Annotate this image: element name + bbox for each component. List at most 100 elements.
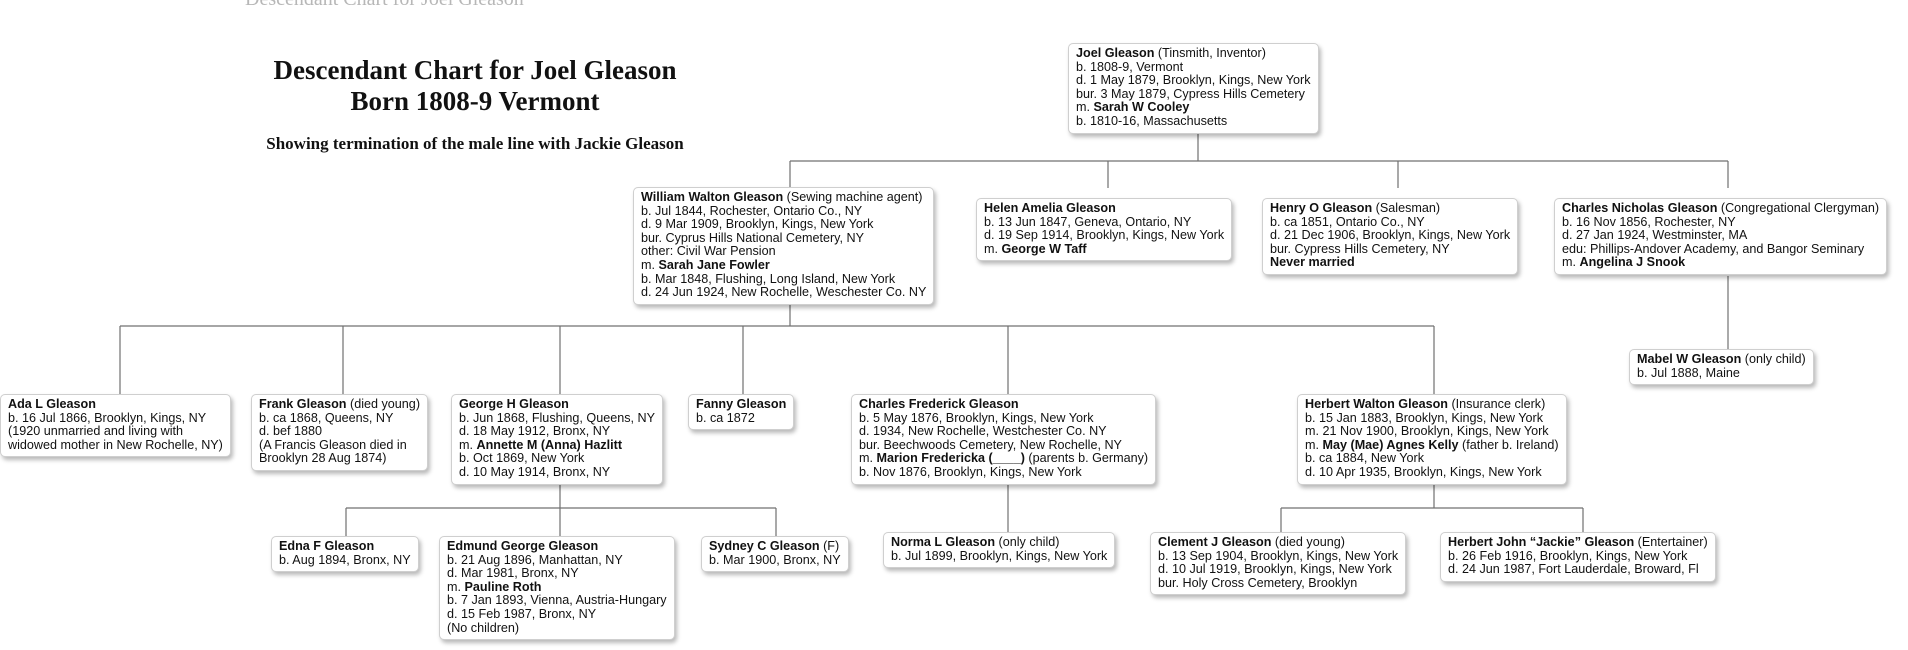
card-line: b. Nov 1876, Brooklyn, Kings, New York: [859, 464, 1148, 480]
person-name: Ada L Gleason: [8, 397, 96, 411]
card-line: Sydney C Gleason (F): [709, 539, 841, 554]
card-line: d. 24 Jun 1924, New Rochelle, Weschester…: [641, 285, 927, 300]
detail-text: d. 10 May 1914, Bronx, NY: [459, 464, 611, 479]
detail-text: (Tinsmith, Inventor): [1154, 46, 1266, 60]
card-line: b. Jul 1899, Brooklyn, Kings, New York: [891, 548, 1108, 564]
marriage-prefix: m.: [859, 451, 877, 466]
person-name: Marion Fredericka (____): [876, 451, 1025, 466]
card-line: d. bef 1880: [259, 424, 420, 439]
detail-text: d. 10 Jul 1919, Brooklyn, Kings, New Yor…: [1158, 562, 1392, 577]
detail-text: b. Mar 1900, Bronx, NY: [709, 552, 841, 567]
card-line: Clement J Gleason (died young): [1158, 535, 1398, 550]
person-card-clement-j-gleason[interactable]: Clement J Gleason (died young)b. 13 Sep …: [1150, 532, 1407, 596]
card-line: b. ca 1851, Ontario Co., NY: [1270, 215, 1510, 230]
person-card-william-walton-gleason[interactable]: William Walton Gleason (Sewing machine a…: [633, 187, 935, 305]
card-line: b. 21 Aug 1896, Manhattan, NY: [447, 553, 667, 568]
detail-text: d. 19 Sep 1914, Brooklyn, Kings, New Yor…: [984, 228, 1225, 243]
card-line: b. 26 Feb 1916, Brooklyn, Kings, New Yor…: [1448, 548, 1708, 564]
detail-text: (1920 unmarried and living with: [8, 424, 184, 439]
card-line: (1920 unmarried and living with: [8, 424, 223, 439]
card-line: George H Gleason: [459, 397, 655, 412]
person-name: Clement J Gleason: [1158, 535, 1272, 549]
detail-text: b. 1808-9, Vermont: [1076, 59, 1184, 74]
marriage-prefix: m.: [1305, 437, 1323, 452]
card-line: d. 10 May 1914, Bronx, NY: [459, 464, 655, 480]
card-line: Norma L Gleason (only child): [891, 535, 1107, 550]
person-name: Charles Nicholas Gleason: [1562, 201, 1718, 215]
person-card-norma-l-gleason[interactable]: Norma L Gleason (only child)b. Jul 1899,…: [883, 532, 1116, 569]
person-name: Mabel W Gleason: [1637, 352, 1742, 366]
detail-text: b. 7 Jan 1893, Vienna, Austria-Hungary: [447, 593, 667, 608]
person-name: Never married: [1270, 255, 1355, 270]
chart-subtitle: Showing termination of the male line wit…: [266, 134, 684, 153]
card-line: Edna F Gleason: [279, 539, 411, 554]
detail-text: (Salesman): [1372, 201, 1441, 215]
person-card-herbert-walton-gleason[interactable]: Herbert Walton Gleason (Insurance clerk)…: [1297, 394, 1567, 485]
person-name: Charles Frederick Gleason: [859, 397, 1019, 411]
card-line: m. George W Taff: [984, 241, 1224, 257]
detail-text: b. ca 1872: [696, 410, 755, 425]
card-line: b. 16 Jul 1866, Brooklyn, Kings, NY: [8, 411, 223, 426]
detail-text: b. Jun 1868, Flushing, Queens, NY: [459, 410, 656, 425]
detail-text: d. 10 Apr 1935, Brooklyn, Kings, New Yor…: [1305, 464, 1542, 479]
card-line: Fanny Gleason: [696, 397, 787, 412]
card-line: b. 16 Nov 1856, Rochester, NY: [1562, 215, 1879, 230]
detail-text: (Sewing machine agent): [783, 190, 923, 204]
detail-text: d. 24 Jun 1924, New Rochelle, Weschester…: [641, 285, 927, 300]
detail-text: (A Francis Gleason died in: [259, 437, 407, 452]
detail-text: (only child): [1741, 352, 1806, 366]
card-line: m. Pauline Roth: [447, 580, 667, 595]
detail-text: b. ca 1868, Queens, NY: [259, 410, 394, 425]
card-line: bur. Holy Cross Cemetery, Brooklyn: [1158, 576, 1398, 591]
person-card-henry-o-gleason[interactable]: Henry O Gleason (Salesman)b. ca 1851, On…: [1262, 198, 1519, 275]
detail-text: d. 1 May 1879, Brooklyn, Kings, New York: [1076, 73, 1311, 88]
card-line: Herbert John “Jackie” Gleason (Entertain…: [1448, 535, 1708, 550]
card-line: d. 18 May 1912, Bronx, NY: [459, 424, 655, 439]
detail-text: other: Civil War Pension: [641, 244, 776, 259]
card-line: b. 5 May 1876, Brooklyn, Kings, New York: [859, 411, 1148, 426]
detail-text: (No children): [447, 620, 520, 635]
person-name: Henry O Gleason: [1270, 201, 1373, 215]
connector-william: [119, 302, 1435, 394]
card-line: m. May (Mae) Agnes Kelly (father b. Irel…: [1305, 437, 1559, 453]
card-line: m. Angelina J Snook: [1562, 256, 1879, 270]
detail-text: b. Jul 1899, Brooklyn, Kings, New York: [891, 548, 1108, 563]
card-line: Edmund George Gleason: [447, 539, 667, 554]
person-card-mabel-w-gleason[interactable]: Mabel W Gleason (only child)b. Jul 1888,…: [1629, 349, 1814, 386]
detail-text: bur. Cypress Hills Cemetery, NY: [1270, 241, 1450, 256]
person-name: Edmund George Gleason: [447, 539, 599, 553]
card-line: b. 13 Sep 1904, Brooklyn, Kings, New Yor…: [1158, 548, 1399, 564]
person-card-frank-gleason[interactable]: Frank Gleason (died young)b. ca 1868, Qu…: [251, 394, 429, 471]
card-line: bur. 3 May 1879, Cypress Hills Cemetery: [1076, 87, 1311, 102]
person-card-joel-gleason[interactable]: Joel Gleason (Tinsmith, Inventor)b. 1808…: [1068, 43, 1319, 134]
detail-text: d. 21 Dec 1906, Brooklyn, Kings, New Yor…: [1270, 228, 1511, 243]
person-name: Joel Gleason: [1076, 46, 1155, 60]
person-name: Sydney C Gleason: [709, 539, 820, 553]
detail-text: b. 13 Sep 1904, Brooklyn, Kings, New Yor…: [1158, 548, 1399, 563]
person-name: Fanny Gleason: [696, 397, 787, 411]
person-name: Herbert John “Jackie” Gleason: [1448, 535, 1635, 549]
card-line: b. ca 1872: [696, 410, 786, 426]
person-card-charles-nicholas-gleason[interactable]: Charles Nicholas Gleason (Congregational…: [1554, 198, 1888, 275]
person-card-sydney-c-gleason[interactable]: Sydney C Gleason (F)b. Mar 1900, Bronx, …: [701, 536, 849, 573]
person-card-jackie-gleason[interactable]: Herbert John “Jackie” Gleason (Entertain…: [1440, 532, 1716, 582]
detail-text: (Insurance clerk): [1447, 397, 1546, 411]
detail-text: (only child): [995, 535, 1060, 549]
card-line: other: Civil War Pension: [641, 245, 926, 259]
person-name: Frank Gleason: [259, 397, 347, 411]
card-line: d. 10 Jul 1919, Brooklyn, Kings, New Yor…: [1158, 562, 1398, 577]
detail-text: (Entertainer): [1634, 535, 1708, 549]
card-line: Henry O Gleason (Salesman): [1270, 201, 1510, 216]
marriage-prefix: m.: [641, 257, 659, 272]
marriage-prefix: m.: [984, 241, 1002, 256]
detail-text: b. 26 Feb 1916, Brooklyn, Kings, New Yor…: [1448, 548, 1688, 563]
detail-text: b. Nov 1876, Brooklyn, Kings, New York: [859, 464, 1082, 479]
detail-text: d. 15 Feb 1987, Bronx, NY: [447, 606, 597, 621]
